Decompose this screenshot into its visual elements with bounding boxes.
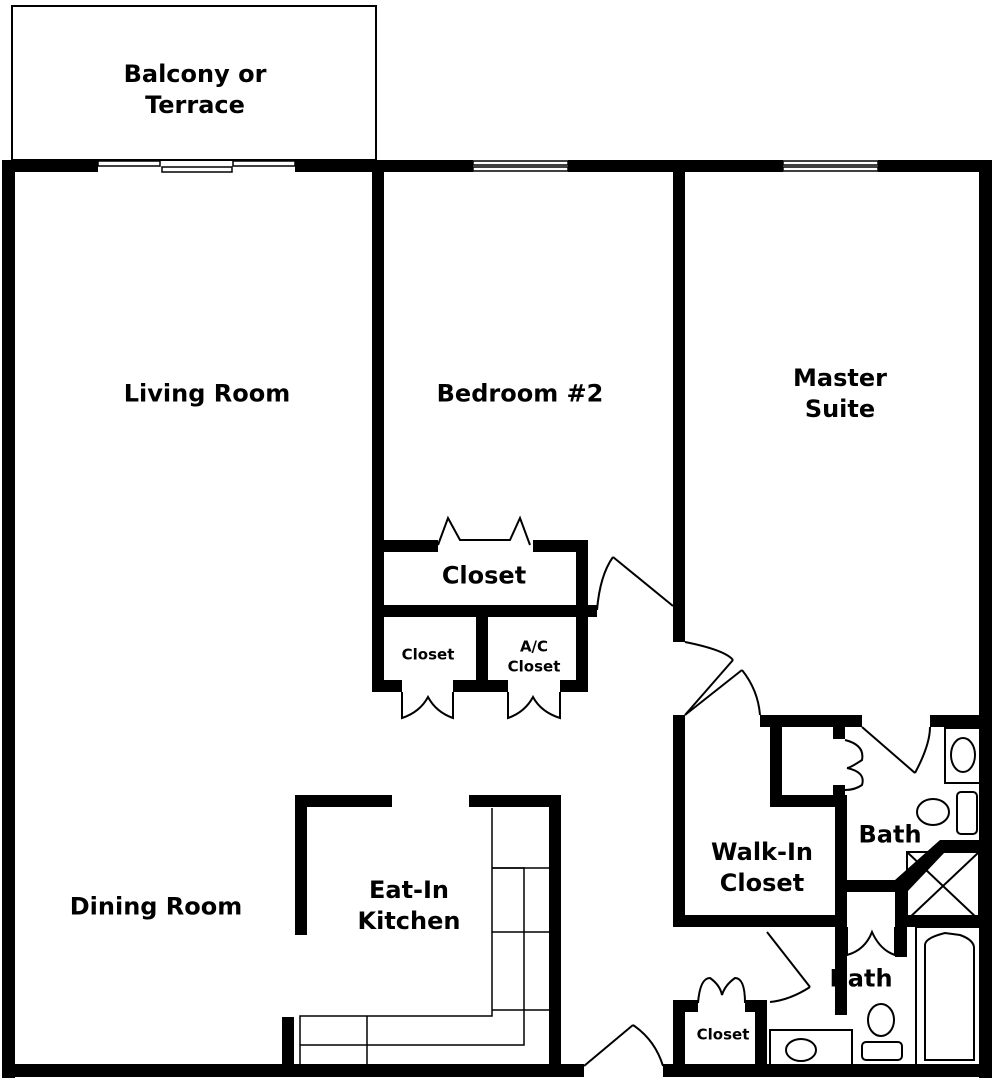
exterior-walls [2, 160, 992, 1078]
living-room-label: Living Room [123, 379, 291, 408]
bedroom2-label: Bedroom #2 [436, 379, 604, 408]
kitchen-label: Eat-In Kitchen [357, 875, 461, 935]
master-suite-label: Master Suite [793, 363, 887, 423]
balcony-label: Balcony or Terrace [123, 59, 267, 119]
entry-closet-label: Closet [696, 1025, 750, 1044]
dining-room-label: Dining Room [69, 892, 243, 921]
hall-bath-label: Bath [829, 964, 893, 993]
bath-fixtures [769, 727, 981, 1068]
interior-walls [282, 160, 985, 1072]
ac-closet-label: A/C Closet [507, 637, 561, 676]
balcony-outline [11, 5, 377, 161]
kitchen-counters [299, 808, 549, 1064]
doors [401, 515, 931, 1067]
hall-closet-label: Closet [401, 645, 455, 664]
master-bath-label: Bath [858, 820, 922, 849]
windows [97, 160, 879, 173]
bedroom-closet-label: Closet [441, 561, 527, 590]
walk-in-closet-label: Walk-In Closet [711, 837, 813, 897]
